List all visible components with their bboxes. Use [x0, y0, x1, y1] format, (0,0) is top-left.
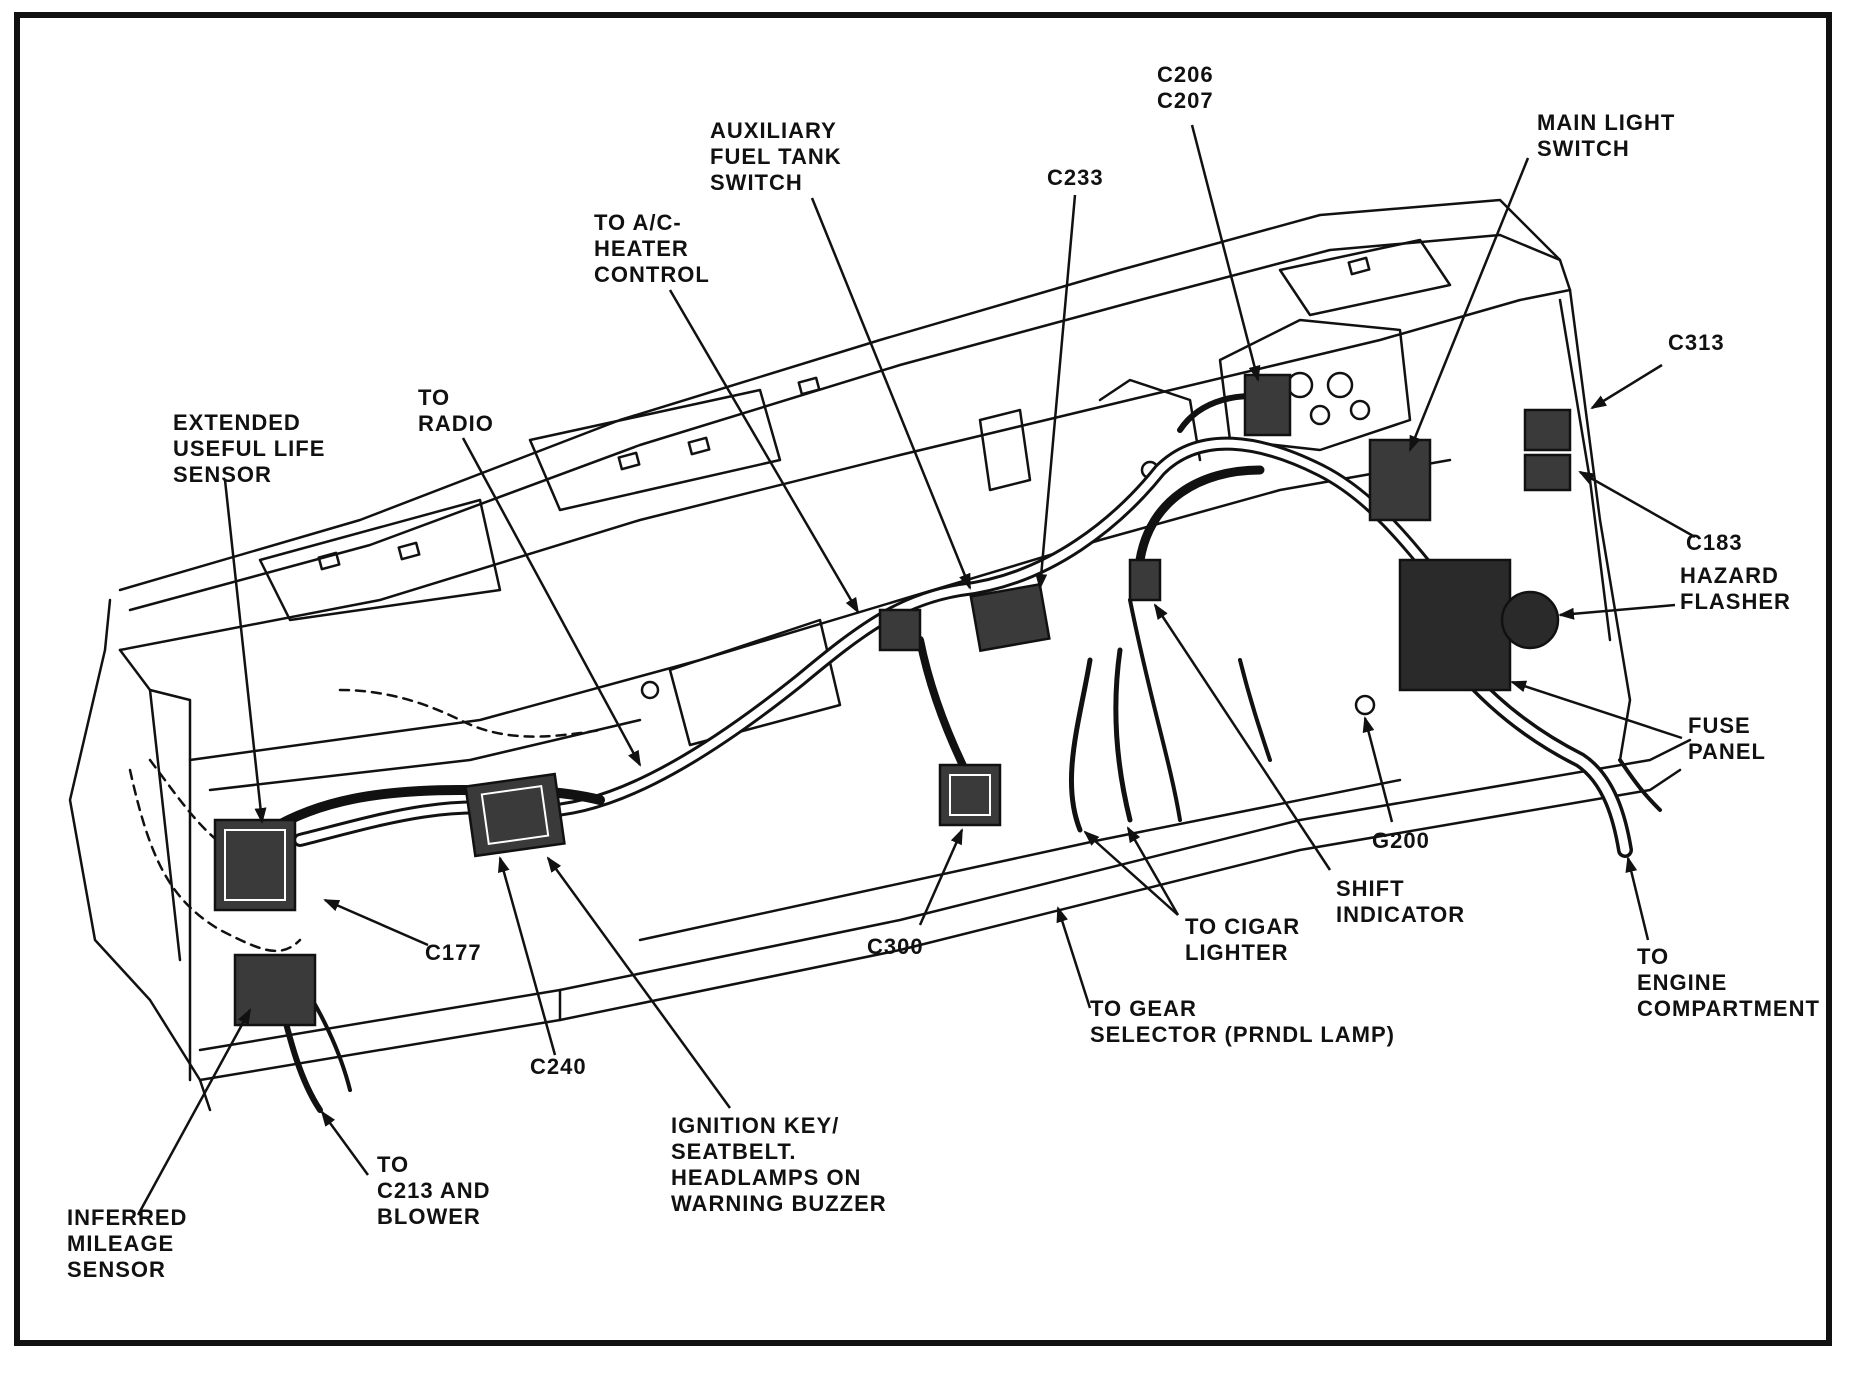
label-c233: C233 — [1047, 165, 1104, 190]
label-main-light-switch: MAIN LIGHT SWITCH — [1537, 110, 1676, 161]
defroster-grille-right — [1278, 238, 1452, 317]
crash-pad-front-edge — [118, 288, 1572, 652]
leader-c177 — [323, 898, 429, 947]
leader-c300 — [918, 828, 964, 926]
leader-to-radio — [461, 437, 642, 767]
leader-g200 — [1362, 716, 1394, 823]
label-c206: C206 — [1157, 62, 1214, 87]
leader-aux-fuel-tank-switch — [810, 197, 972, 590]
connectors — [213, 373, 1572, 1027]
upper-harness-loop — [1135, 465, 1265, 565]
label-to-engine-compartment: TO ENGINE COMPARTMENT — [1637, 944, 1820, 1021]
label-c177: C177 — [425, 940, 482, 965]
label-inferred-mileage-sensor: INFERRED MILEAGE SENSOR — [67, 1205, 188, 1282]
label-auxiliary-fuel-tank-switch: AUXILIARY FUEL TANK SWITCH — [710, 118, 842, 195]
label-hazard-flasher: HAZARD FLASHER — [1680, 563, 1791, 614]
connector-c177 — [213, 818, 297, 912]
fuse-panel-block — [1398, 558, 1512, 692]
connector-c240 — [464, 772, 566, 858]
label-extended-useful-life-sensor: EXTENDED USEFUL LIFE SENSOR — [173, 410, 326, 487]
leader-fuse-panel — [1510, 680, 1683, 740]
aux-fuel-tank-switch-connector — [878, 608, 922, 652]
leader-main-light-switch — [1408, 157, 1530, 452]
label-c240: C240 — [530, 1054, 587, 1079]
connector-c206-c207 — [1243, 373, 1292, 437]
defroster-grille-center — [528, 388, 782, 512]
center-opening — [668, 618, 842, 747]
label-to-ac-heater-control: TO A/C- HEATER CONTROL — [594, 210, 710, 287]
leader-c206-c207 — [1190, 124, 1261, 382]
leader-inferred-mileage-sensor — [136, 1008, 252, 1216]
label-to-radio: TO RADIO — [418, 385, 494, 436]
leader-to-ac-heater-control — [668, 289, 860, 614]
leader-to-gear-selector — [1056, 906, 1092, 1009]
defroster-grille-left — [258, 498, 502, 622]
ground-g200 — [1354, 694, 1376, 716]
label-g200: G200 — [1372, 828, 1430, 853]
label-to-c213-and-blower: TO C213 AND BLOWER — [377, 1152, 491, 1229]
dashed-routing-left — [128, 768, 302, 953]
leader-to-engine-compartment — [1625, 856, 1650, 941]
leader-c313 — [1590, 363, 1663, 410]
connector-c313 — [1523, 408, 1572, 452]
instrument-panel-structure — [68, 198, 1692, 1112]
label-c207: C207 — [1157, 88, 1214, 113]
leader-to-cigar-lighter-b — [1126, 826, 1180, 916]
crash-pad-top-edge — [118, 198, 1562, 592]
leader-lines — [136, 124, 1696, 1216]
shift-indicator-connector — [1128, 558, 1162, 602]
label-c300: C300 — [867, 934, 924, 959]
label-to-cigar-lighter: TO CIGAR LIGHTER — [1185, 914, 1301, 965]
leader-to-cigar-lighter-a — [1083, 830, 1179, 916]
crash-pad-rear-lip — [128, 233, 1502, 612]
connector-c233 — [969, 582, 1051, 653]
cigar-lighter-wires — [1128, 598, 1182, 822]
hazard-flasher-unit — [1500, 590, 1560, 650]
leader-ignition-key-buzzer — [546, 856, 732, 1109]
dash-lower-face — [188, 458, 1452, 762]
connector-main-light-switch — [1368, 438, 1432, 522]
leader-c233 — [1035, 194, 1077, 590]
harness-branch-c300 — [916, 636, 974, 784]
label-to-gear-selector: TO GEAR SELECTOR (PRNDL LAMP) — [1090, 996, 1395, 1047]
label-ignition-key-buzzer: IGNITION KEY/ SEATBELT. HEADLAMPS ON WAR… — [671, 1113, 887, 1216]
connector-c183 — [1523, 453, 1572, 492]
leader-c240 — [497, 856, 557, 1056]
harness-branch-gear-selector — [1068, 657, 1093, 833]
leader-shift-indicator — [1153, 603, 1332, 871]
leader-to-c213-and-blower — [320, 1110, 370, 1176]
lower-reinforcement-rail — [198, 738, 1692, 1052]
leader-hazard-flasher — [1558, 603, 1676, 620]
label-shift-indicator: SHIFT INDICATOR — [1336, 876, 1466, 927]
diagram-frame — [14, 12, 1832, 1346]
label-c313: C313 — [1668, 330, 1725, 355]
right-end-plate — [1498, 233, 1632, 762]
leader-extended-useful-life-sensor — [223, 479, 267, 824]
leader-c183 — [1578, 470, 1696, 539]
label-c183: C183 — [1686, 530, 1743, 555]
label-c206-c207: C206 C207 — [1157, 62, 1214, 114]
label-fuse-panel: FUSE PANEL — [1688, 713, 1766, 764]
